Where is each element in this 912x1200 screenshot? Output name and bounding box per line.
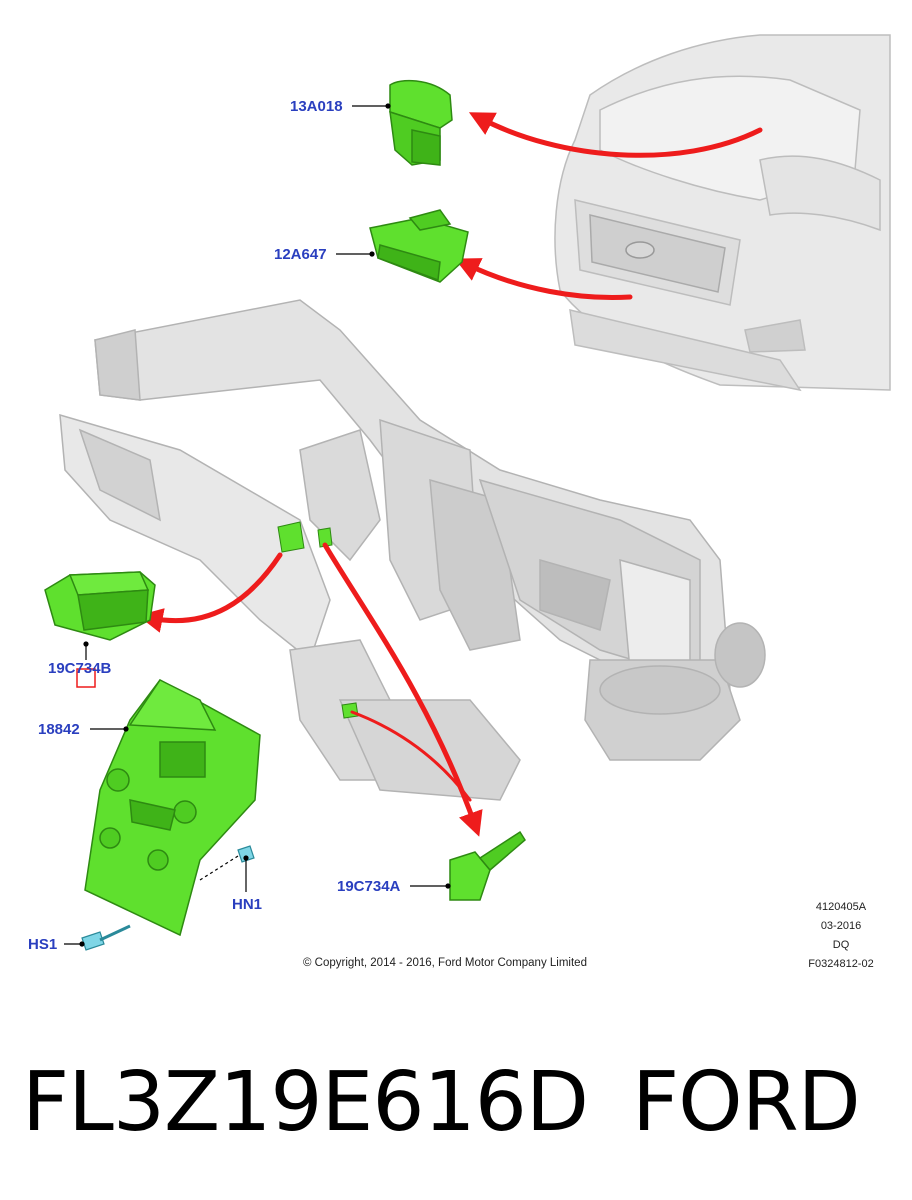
brand-caption: FORD — [632, 1055, 861, 1150]
part-18842-drawing — [84, 679, 261, 937]
callout-12A647: 12A647 — [274, 246, 327, 263]
leader-lines — [64, 103, 451, 947]
vehicle-front-illustration — [554, 34, 891, 392]
screw-HS1-drawing — [81, 931, 105, 951]
arrow-to-19C734A — [322, 542, 483, 837]
arrow-to-13A018 — [468, 112, 763, 158]
installed-module-highlights — [277, 521, 359, 719]
callout-HN1: HN1 — [232, 896, 263, 913]
selection-marker-box — [76, 668, 96, 688]
callout-19C734A: 19C734A — [337, 878, 401, 895]
illustration-id: 4120405A — [815, 901, 867, 913]
arrow-to-19C734A-secondary — [350, 710, 472, 802]
arrow-to-19C734B — [137, 552, 283, 633]
part-13A018-drawing — [389, 79, 453, 166]
callout-13A018: 13A018 — [290, 98, 343, 115]
arrow-to-12A647 — [454, 258, 633, 300]
illustration-date: 03-2016 — [820, 920, 862, 932]
callout-19C734B: 19C734B — [48, 660, 112, 677]
fastener-drawings — [81, 845, 255, 951]
parts-diagram — [44, 34, 891, 951]
part-12A647-drawing — [369, 209, 469, 283]
illustration-code: DQ — [832, 939, 850, 951]
callout-18842: 18842 — [38, 721, 80, 738]
nut-HN1-drawing — [237, 845, 255, 863]
part-19C734B-drawing — [44, 571, 156, 641]
hvac-duct-assembly-illustration — [59, 299, 766, 801]
part-19C734A-drawing — [449, 830, 526, 901]
diagram-metadata: 4120405A 03-2016 DQ F0324812-02 — [800, 898, 882, 974]
location-arrows — [137, 112, 763, 837]
copyright-notice: © Copyright, 2014 - 2016, Ford Motor Com… — [303, 957, 587, 969]
part-number-caption: FL3Z19E616D — [22, 1055, 589, 1150]
callout-HS1: HS1 — [28, 936, 58, 953]
figure-id: F0324812-02 — [808, 958, 874, 970]
